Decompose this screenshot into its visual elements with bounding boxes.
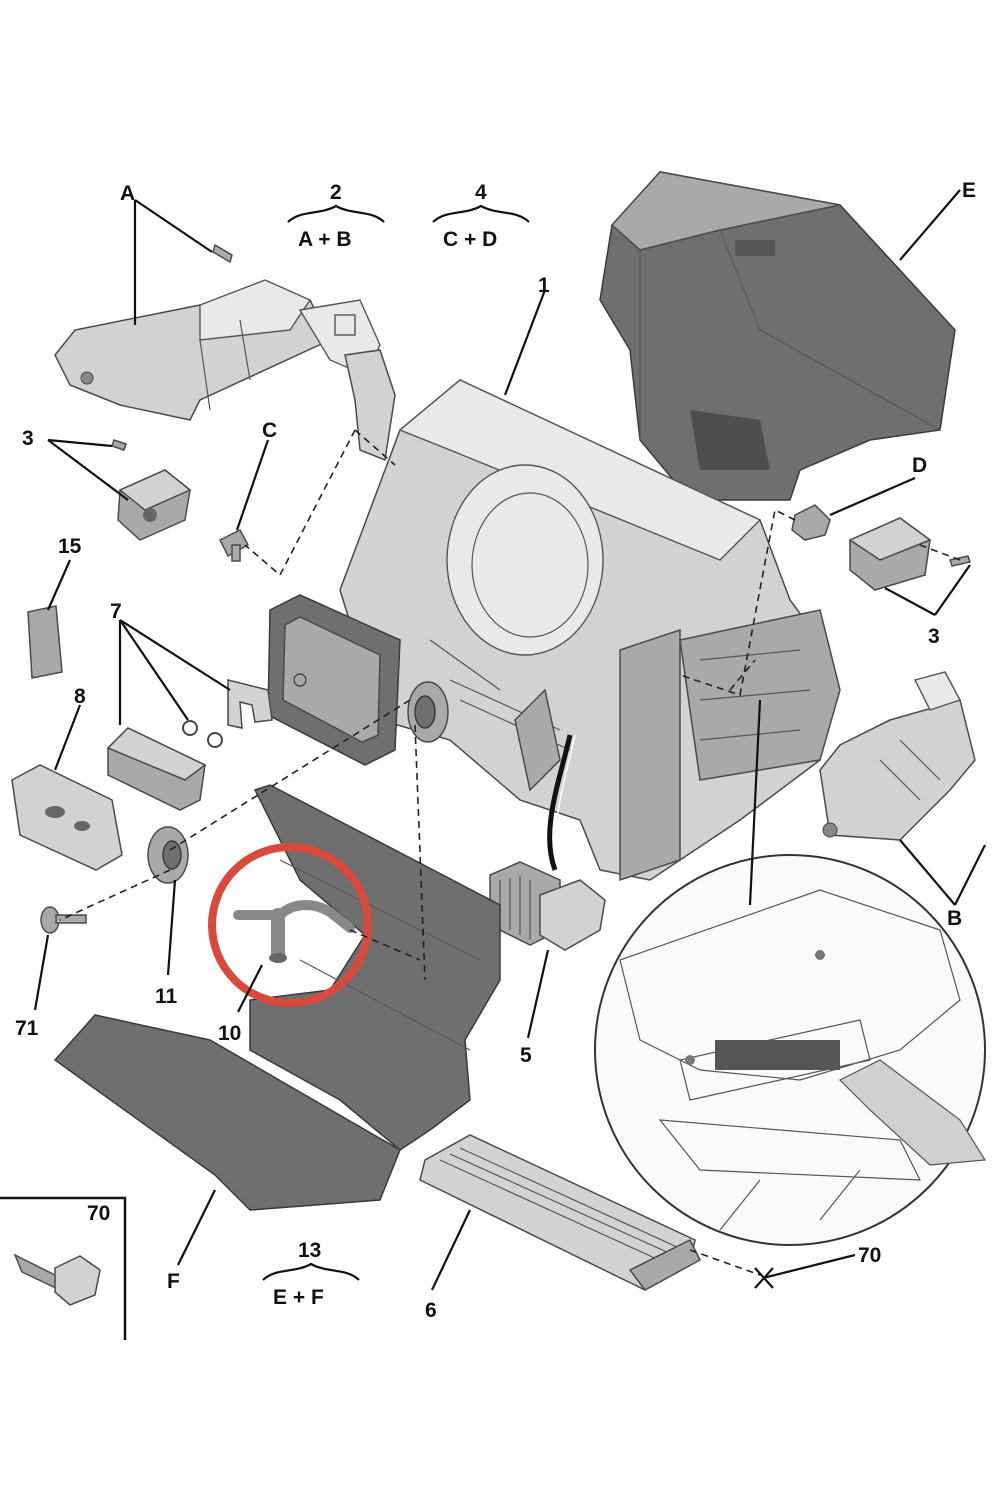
fastener-70-inset [0, 1196, 127, 1340]
group-13-formula: E + F [273, 1286, 324, 1309]
blower-resistor-5-part [489, 861, 606, 951]
callout-f: F [167, 1270, 180, 1293]
callout-d: D [912, 454, 927, 477]
callout-11: 11 [155, 985, 178, 1008]
callout-3-left: 3 [22, 427, 34, 450]
detail-magnifier [594, 854, 987, 1246]
callout-7: 7 [110, 600, 122, 623]
group-2-number: 2 [330, 181, 342, 204]
callout-b: B [947, 907, 962, 930]
heater-housing-part [339, 379, 841, 882]
hose-10-part [233, 900, 355, 963]
housing-actuator-part [407, 681, 449, 743]
highlight-circle [208, 843, 372, 1007]
callout-8: 8 [74, 685, 86, 708]
flange-11-part [147, 826, 189, 884]
resistor-block-7-part [106, 727, 207, 811]
o-rings-7-part [182, 720, 223, 748]
assembly-guide-lines [59, 429, 961, 1276]
group-4-formula: C + D [443, 228, 497, 251]
callout-e: E [962, 179, 976, 202]
actuator-left-part [111, 439, 192, 541]
clip-7-part [227, 679, 273, 729]
callout-70-right: 70 [858, 1244, 881, 1267]
cover-e-part [599, 171, 956, 501]
group-braces [262, 204, 530, 1281]
callout-3-right: 3 [928, 625, 940, 648]
callout-c: C [262, 419, 277, 442]
callout-10: 10 [218, 1022, 241, 1045]
callout-15: 15 [58, 535, 82, 558]
trim-plate-8-part [11, 764, 123, 871]
group-4-number: 4 [475, 181, 487, 204]
wiring-harness-part [547, 734, 576, 871]
callout-70-box: 70 [87, 1202, 110, 1225]
air-inlet-frame-part [267, 594, 401, 766]
gasket-15-part [27, 605, 63, 679]
air-duct-b-part [819, 671, 976, 841]
callout-a: A [120, 182, 135, 205]
actuator-right-part [848, 517, 971, 591]
heater-core-6-part [419, 1134, 701, 1291]
callout-6: 6 [425, 1299, 437, 1322]
duct-bracket-part [344, 349, 396, 462]
group-2-formula: A + B [298, 228, 351, 251]
bolt-71-part [40, 906, 87, 934]
callout-5: 5 [520, 1044, 532, 1067]
screw-a-part [212, 243, 233, 264]
air-duct-a-part [54, 279, 381, 421]
callout-71: 71 [15, 1017, 39, 1040]
leader-lines [33, 189, 986, 1291]
group-13-number: 13 [298, 1239, 321, 1262]
flap-shaft-c-part [218, 529, 250, 562]
connector-d-part [791, 504, 831, 541]
callout-1: 1 [538, 274, 550, 297]
insulation-pad-f-part [53, 784, 501, 1211]
